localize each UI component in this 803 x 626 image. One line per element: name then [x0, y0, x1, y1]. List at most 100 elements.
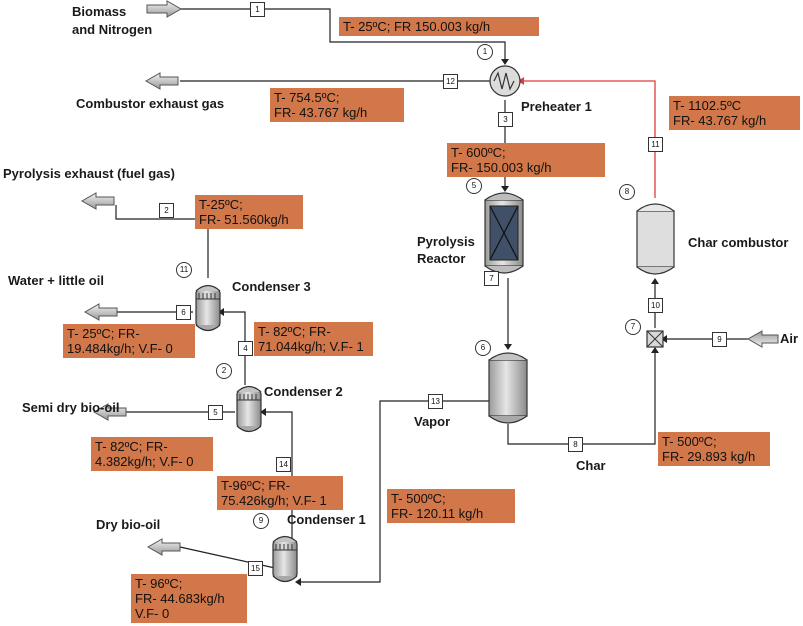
stream-tag-preheat-out[interactable]: 3: [498, 112, 513, 127]
arrowhead-reactor-in: [501, 186, 509, 192]
data-box-c2-in-line1: T-96ºC; FR-: [221, 478, 291, 493]
arrowhead-c3-in: [218, 308, 224, 316]
block-tag-combustor[interactable]: 8: [619, 184, 635, 200]
char-label: Char: [576, 458, 606, 473]
arrowhead-preheater-in: [501, 59, 509, 65]
stream-tag-air[interactable]: 9: [712, 332, 727, 347]
fuelgas-out-arrow: [80, 192, 115, 210]
data-box-dry-line3: V.F- 0: [135, 606, 170, 621]
stream-tag-dry[interactable]: 15: [248, 561, 263, 576]
condenser-3[interactable]: [195, 284, 221, 332]
data-box-reactor-in-line1: T- 600ºC;: [451, 145, 506, 160]
data-box-c2-in: T-96ºC; FR- 75.426kg/h; V.F- 1: [217, 476, 343, 510]
block-tag-condenser-1[interactable]: 9: [253, 513, 269, 529]
data-box-c3-in-line1: T- 82ºC; FR-: [258, 324, 331, 339]
stream-tag-comb-in[interactable]: 10: [648, 298, 663, 313]
condenser-3-label: Condenser 3: [232, 279, 311, 294]
data-box-hot-gas-line1: T- 1102.5ºC: [673, 98, 742, 113]
line-char: [507, 349, 656, 445]
block-tag-mixer[interactable]: 7: [625, 319, 641, 335]
data-box-semi-dry-line2: 4.382kg/h; V.F- 0: [95, 454, 194, 469]
stream-tag-char[interactable]: 8: [568, 437, 583, 452]
line-hotgas: [520, 80, 656, 198]
data-box-c2-in-line2: 75.426kg/h; V.F- 1: [221, 493, 327, 508]
reactor-label-line1: Pyrolysis: [417, 234, 475, 249]
data-box-water-line1: T- 25ºC; FR-: [67, 326, 140, 341]
data-box-semi-dry: T- 82ºC; FR- 4.382kg/h; V.F- 0: [91, 437, 213, 471]
condenser-1[interactable]: [272, 535, 298, 583]
stream-tag-vapor[interactable]: 13: [428, 394, 443, 409]
data-box-feed: T- 25ºC; FR 150.003 kg/h: [339, 17, 539, 36]
arrowheads: [218, 59, 667, 586]
stream-tag-feed[interactable]: 1: [250, 2, 265, 17]
data-box-fuel-gas-line2: FR- 51.560kg/h: [199, 212, 289, 227]
data-box-exhaust-line2: FR- 43.767 kg/h: [274, 105, 368, 120]
biomass-feed-arrow: [146, 0, 183, 18]
block-tag-preheater[interactable]: 1: [477, 44, 493, 60]
arrowhead-air-in: [661, 335, 667, 343]
data-box-hot-gas-line2: FR- 43.767 kg/h: [673, 113, 767, 128]
data-box-water: T- 25ºC; FR- 19.484kg/h; V.F- 0: [63, 324, 195, 358]
exhaust-out-arrow: [144, 72, 179, 90]
water-out-arrow: [83, 303, 118, 321]
biomass-label-line2: and Nitrogen: [72, 22, 153, 37]
stream-tag-c2-in[interactable]: 14: [276, 457, 291, 472]
data-box-dry-line1: T- 96ºC;: [135, 576, 183, 591]
stream-tag-exhaust[interactable]: 12: [443, 74, 458, 89]
stream-tag-hotgas[interactable]: 11: [648, 137, 663, 152]
data-box-vapor: T- 500ºC; FR- 120.11 kg/h: [387, 489, 515, 523]
pyrolysis-exhaust-label: Pyrolysis exhaust (fuel gas): [3, 166, 175, 181]
water-oil-label: Water + little oil: [8, 273, 104, 288]
cyclone-separator[interactable]: [488, 352, 528, 424]
line-fuelgas: [115, 205, 209, 278]
condenser-2[interactable]: [236, 385, 262, 433]
data-box-char-line2: FR- 29.893 kg/h: [662, 449, 756, 464]
air-in-arrow: [746, 330, 779, 348]
data-box-hot-gas: T- 1102.5ºC FR- 43.767 kg/h: [669, 96, 800, 130]
data-box-dry: T- 96ºC; FR- 44.683kg/h V.F- 0: [131, 574, 247, 623]
data-box-c3-in-line2: 71.044kg/h; V.F- 1: [258, 339, 364, 354]
stream-tag-semidry[interactable]: 5: [208, 405, 223, 420]
stream-tag-c3-in[interactable]: 4: [238, 341, 253, 356]
data-box-water-line2: 19.484kg/h; V.F- 0: [67, 341, 173, 356]
char-combustor-label: Char combustor: [688, 235, 789, 250]
arrowhead-c2-in: [260, 408, 266, 416]
data-box-feed-line1: T- 25ºC; FR 150.003 kg/h: [343, 19, 491, 34]
stream-tag-water[interactable]: 6: [176, 305, 191, 320]
mixer[interactable]: [646, 330, 664, 348]
pyrolysis-reactor[interactable]: [484, 192, 524, 274]
data-box-dry-line2: FR- 44.683kg/h: [135, 591, 225, 606]
semi-dry-label: Semi dry bio-oil: [22, 400, 120, 415]
condenser-1-label: Condenser 1: [287, 512, 366, 527]
dry-bio-oil-label: Dry bio-oil: [96, 517, 161, 532]
data-box-char: T- 500ºC; FR- 29.893 kg/h: [658, 432, 770, 466]
data-box-char-line1: T- 500ºC;: [662, 434, 717, 449]
data-box-c3-in: T- 82ºC; FR- 71.044kg/h; V.F- 1: [254, 322, 373, 356]
line-feed: [180, 8, 506, 63]
dry-out-arrow: [146, 538, 181, 556]
arrowhead-comb-in: [651, 278, 659, 284]
char-combustor[interactable]: [636, 203, 675, 275]
reactor-label-line2: Reactor: [417, 251, 466, 266]
data-box-exhaust: T- 754.5ºC; FR- 43.767 kg/h: [270, 88, 404, 122]
line-c3-in: [220, 311, 246, 385]
preheater-label: Preheater 1: [521, 99, 592, 114]
stream-tag-reactor-out[interactable]: 7: [484, 271, 499, 286]
arrowhead-mixer-in: [651, 347, 659, 353]
vapor-label: Vapor: [414, 414, 451, 429]
block-tag-condenser-2[interactable]: 2: [216, 363, 232, 379]
semidry-out-arrow: [92, 403, 127, 421]
data-box-fuel-gas-line1: T-25ºC;: [199, 197, 243, 212]
block-tag-reactor[interactable]: 5: [466, 178, 482, 194]
block-tag-condenser-3[interactable]: 11: [176, 262, 192, 278]
block-tag-cyclone[interactable]: 6: [475, 340, 491, 356]
biomass-label-line1: Biomass: [72, 4, 127, 19]
data-box-exhaust-line1: T- 754.5ºC;: [274, 90, 340, 105]
air-label: Air: [780, 331, 799, 346]
arrowhead-c1-in: [295, 578, 301, 586]
data-box-reactor-in-line2: FR- 150.003 kg/h: [451, 160, 552, 175]
stream-tag-fuelgas[interactable]: 2: [159, 203, 174, 218]
preheater-1[interactable]: [489, 65, 521, 97]
data-box-semi-dry-line1: T- 82ºC; FR-: [95, 439, 168, 454]
